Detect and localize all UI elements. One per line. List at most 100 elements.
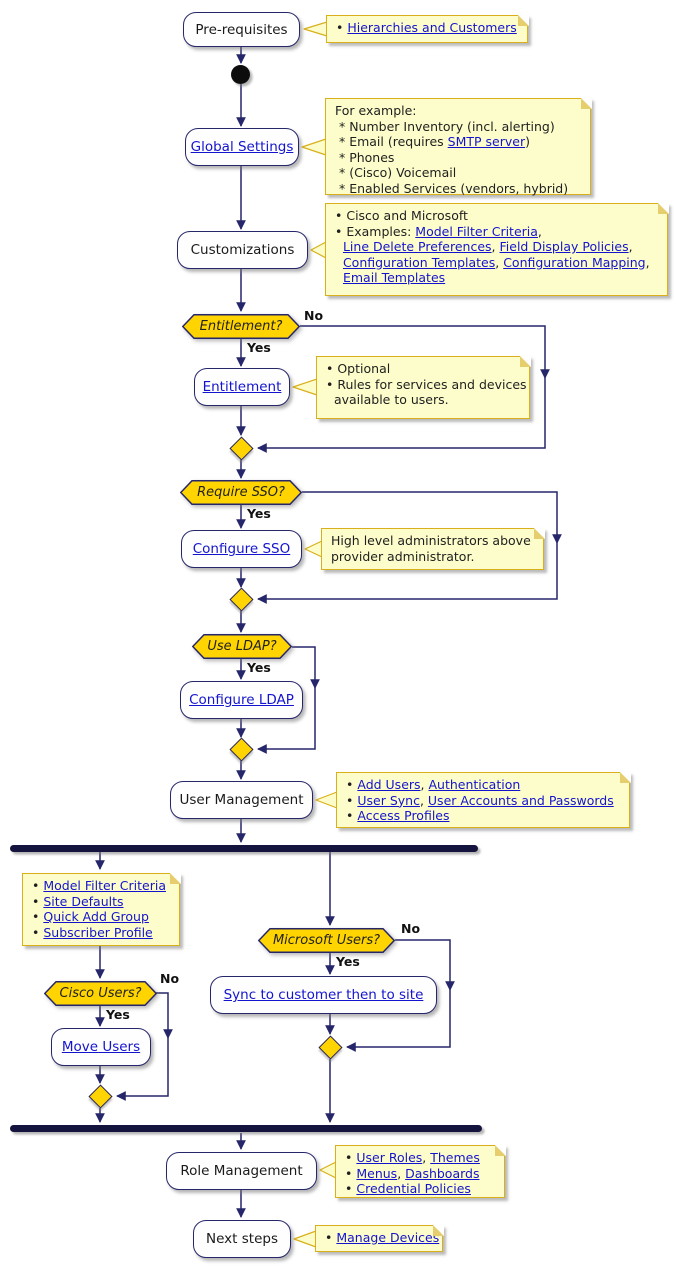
hexagon-shape xyxy=(258,928,395,953)
note-link[interactable]: Access Profiles xyxy=(357,808,450,823)
activity-global-settings: Global Settings xyxy=(185,128,299,166)
note-link[interactable]: Manage Devices xyxy=(336,1230,440,1245)
note-link[interactable]: User Sync xyxy=(357,792,420,808)
note-link[interactable]: Menus xyxy=(356,1165,398,1181)
note-line: • Rules for services and devices xyxy=(326,377,527,393)
note-link[interactable]: Hierarchies and Customers xyxy=(347,20,517,35)
note-link[interactable]: Add Users xyxy=(357,777,421,792)
note-line: • Credential Policies xyxy=(345,1181,495,1197)
activity-customizations: Customizations xyxy=(177,231,308,269)
note-next-steps: • Manage Devices xyxy=(315,1224,444,1252)
start-node xyxy=(231,65,250,84)
activity-link[interactable]: Global Settings xyxy=(190,139,294,155)
note-link[interactable]: Quick Add Group xyxy=(43,909,149,924)
note-link[interactable]: Site Defaults xyxy=(43,893,124,909)
decision-cisco-users: Cisco Users? xyxy=(44,981,157,1006)
note-text: • xyxy=(346,792,358,808)
activity-configure-sso: Configure SSO xyxy=(181,530,302,568)
note-link[interactable]: Configuration Templates xyxy=(342,254,496,270)
note-link[interactable]: User Roles xyxy=(356,1150,423,1165)
note-global-settings: For example: * Number Inventory (incl. a… xyxy=(325,97,592,197)
note-text: • xyxy=(32,893,44,909)
note-text: • xyxy=(345,1150,357,1165)
note-text: ) xyxy=(525,134,530,149)
note-line: • User Roles, Themes xyxy=(345,1150,495,1166)
note-link[interactable]: Subscriber Profile xyxy=(43,924,153,940)
note-link[interactable]: SMTP server xyxy=(447,134,526,149)
note-text: , xyxy=(645,254,650,270)
note-text: • xyxy=(32,924,44,940)
note-text: • xyxy=(345,1181,357,1196)
note-text: provider administrator. xyxy=(331,548,475,564)
note-role-management: • User Roles, Themes• Menus, Dashboards•… xyxy=(335,1144,506,1198)
note-link[interactable]: Themes xyxy=(430,1150,480,1165)
note-line: provider administrator. xyxy=(331,549,534,565)
activity-link[interactable]: Configure LDAP xyxy=(189,692,294,708)
decision-label: Require SSO? xyxy=(197,485,285,500)
activity-link[interactable]: Configure SSO xyxy=(192,541,291,557)
branch-label-no: No xyxy=(160,971,180,986)
note-link[interactable]: Configuration Mapping xyxy=(503,254,646,270)
note-link[interactable]: Line Delete Preferences xyxy=(342,239,492,254)
branch-label-yes: Yes xyxy=(247,340,271,355)
activity-user-management: User Management xyxy=(170,781,313,819)
note-text: • xyxy=(346,777,358,792)
note-line: * Enabled Services (vendors, hybrid) xyxy=(335,181,581,197)
note-line: • Optional xyxy=(326,361,520,377)
note-link[interactable]: Model Filter Criteria xyxy=(43,878,166,893)
decision-entitlement: Entitlement? xyxy=(182,314,300,339)
note-link[interactable]: Field Display Policies xyxy=(499,239,629,254)
note-text: * Number Inventory (incl. alerting) xyxy=(335,118,555,134)
note-line: Email Templates xyxy=(335,270,658,286)
note-text: For example: xyxy=(335,103,417,118)
branch-label-no: No xyxy=(304,308,324,323)
note-text xyxy=(335,255,343,270)
note-text: * (Cisco) Voicemail xyxy=(335,165,457,180)
activity-link[interactable]: Entitlement xyxy=(202,379,282,395)
activity-link[interactable]: Move Users xyxy=(61,1039,141,1055)
note-line: • Add Users, Authentication xyxy=(346,777,620,793)
flow-lines xyxy=(95,47,562,1218)
activity-configure-ldap: Configure LDAP xyxy=(180,681,303,719)
note-fold xyxy=(494,1144,506,1156)
note-fold xyxy=(519,355,531,367)
note-line: * Phones xyxy=(335,150,581,166)
activity-link[interactable]: Sync to customer then to site xyxy=(223,987,424,1003)
note-link[interactable]: Dashboards xyxy=(405,1165,480,1181)
hexagon-shape xyxy=(44,981,157,1006)
activity-label: Role Management xyxy=(180,1163,303,1179)
note-text: • xyxy=(336,20,348,35)
note-line: • Hierarchies and Customers xyxy=(336,20,518,36)
note-text: • xyxy=(32,878,44,893)
note-line: High level administrators above xyxy=(331,533,534,549)
note-link[interactable]: Authentication xyxy=(428,777,521,792)
note-line: * (Cisco) Voicemail xyxy=(335,165,581,181)
decision-require-sso: Require SSO? xyxy=(180,480,302,505)
note-link[interactable]: Email Templates xyxy=(342,270,446,285)
note-text: • xyxy=(32,909,44,924)
activity-label: Customizations xyxy=(190,242,295,258)
decision-label: Microsoft Users? xyxy=(272,933,381,948)
note-text: • Rules for services and devices xyxy=(326,376,527,392)
activity-next-steps: Next steps xyxy=(193,1220,291,1258)
activity-move-users: Move Users xyxy=(51,1028,151,1066)
note-line: * Email (requires SMTP server) xyxy=(335,134,581,150)
note-text: • Examples: xyxy=(335,223,416,239)
note-line: • Cisco and Microsoft xyxy=(335,208,658,224)
note-link[interactable]: User Accounts and Passwords xyxy=(427,792,614,808)
note-line: • User Sync, User Accounts and Passwords xyxy=(346,793,620,809)
decision-label: Use LDAP? xyxy=(207,639,277,654)
note-line: • Menus, Dashboards xyxy=(345,1166,495,1182)
note-fold xyxy=(517,14,529,26)
note-line: • Subscriber Profile xyxy=(32,925,170,941)
hexagon-shape xyxy=(182,314,300,339)
note-line: Line Delete Preferences, Field Display P… xyxy=(335,239,658,255)
note-link[interactable]: Model Filter Criteria xyxy=(415,223,538,239)
note-fold xyxy=(580,97,592,109)
note-text: , xyxy=(422,1150,431,1165)
decision-microsoft-users: Microsoft Users? xyxy=(258,928,395,953)
note-text: • xyxy=(345,1165,357,1181)
note-text: High level administrators above xyxy=(331,533,531,548)
note-link[interactable]: Credential Policies xyxy=(356,1181,471,1196)
